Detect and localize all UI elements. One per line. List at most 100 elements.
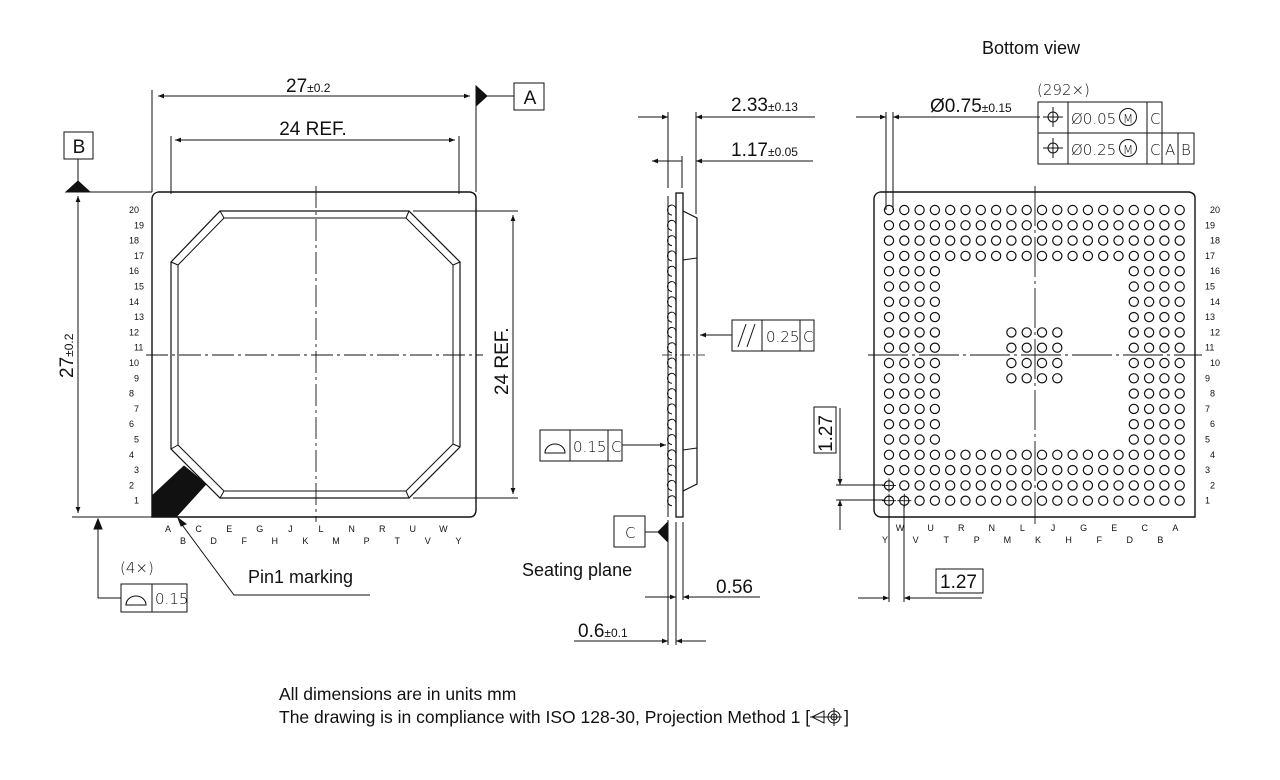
solder-ball	[899, 388, 910, 399]
ball-height-dim: 0.56	[716, 577, 753, 598]
solder-ball	[883, 220, 895, 231]
grid-label: U	[410, 524, 417, 534]
grid-label: C	[195, 524, 202, 534]
solder-ball	[929, 266, 941, 277]
grid-label: B	[180, 536, 186, 546]
standoff-dim: 0.6±0.1	[578, 621, 628, 642]
grid-label: N	[989, 523, 996, 533]
solder-ball	[1159, 480, 1170, 491]
solder-ball	[1174, 235, 1185, 246]
grid-label: 15	[1205, 282, 1215, 292]
grid-label: R	[958, 523, 965, 533]
solder-ball	[1128, 403, 1140, 415]
solder-ball	[1067, 235, 1078, 246]
grid-label: T	[394, 536, 400, 546]
solder-ball	[1159, 250, 1170, 262]
solder-ball	[1052, 373, 1063, 384]
solder-ball	[1174, 281, 1185, 292]
solder-ball	[1128, 296, 1140, 307]
solder-ball	[960, 250, 971, 262]
solder-ball	[1143, 311, 1155, 323]
solder-ball	[1159, 464, 1170, 476]
solder-ball	[929, 327, 941, 338]
solder-ball	[883, 464, 895, 476]
fcf-row1-tol: Ø0.05	[1071, 110, 1116, 128]
grid-label: 18	[1210, 236, 1220, 246]
grid-label: N	[348, 524, 355, 534]
pin1-label: Pin1 marking	[248, 567, 353, 587]
grid-label: 8	[129, 389, 134, 399]
solder-ball	[1036, 480, 1048, 491]
grid-label: 19	[134, 220, 144, 230]
solder-ball	[883, 296, 895, 307]
solder-ball	[975, 464, 987, 476]
side-ball	[667, 403, 673, 415]
solder-ball	[1006, 327, 1017, 338]
solder-ball	[1174, 495, 1185, 506]
solder-ball	[914, 220, 925, 231]
solder-ball	[975, 250, 987, 262]
grid-label: P	[364, 536, 370, 546]
fcf-row2-tol: Ø0.25	[1071, 141, 1116, 159]
solder-ball	[1143, 296, 1155, 307]
solder-ball	[914, 342, 925, 353]
grid-label: F	[1096, 535, 1102, 545]
solder-ball	[1143, 220, 1155, 231]
note-iso: The drawing is in compliance with ISO 12…	[279, 707, 849, 728]
solder-ball	[914, 388, 925, 399]
solder-ball	[883, 419, 895, 430]
grid-label: 1	[1205, 496, 1210, 506]
side-ball	[667, 326, 673, 338]
note-iso-end: ]	[844, 707, 849, 727]
grid-label: 19	[1205, 220, 1215, 230]
solder-ball	[1052, 464, 1063, 476]
solder-ball	[1036, 373, 1048, 384]
grid-label: 4	[129, 450, 134, 460]
solder-ball	[1036, 464, 1048, 476]
solder-ball	[899, 464, 910, 476]
solder-ball	[914, 464, 925, 476]
solder-ball	[1052, 220, 1063, 231]
solder-ball	[1128, 419, 1140, 430]
solder-ball	[1128, 480, 1140, 491]
solder-ball	[1067, 220, 1078, 231]
solder-ball	[899, 434, 910, 445]
solder-ball	[990, 220, 1002, 231]
grid-label: 16	[129, 266, 139, 276]
solder-ball	[975, 204, 987, 216]
solder-ball	[1143, 495, 1155, 506]
solder-ball	[1082, 235, 1094, 246]
solder-ball	[1097, 449, 1109, 460]
solder-ball	[1021, 373, 1032, 384]
pitch-horizontal-dim: 1.27	[940, 572, 977, 593]
solder-ball	[1174, 204, 1185, 216]
grid-label: L	[1020, 523, 1025, 533]
solder-ball	[1128, 311, 1140, 323]
grid-label: 17	[1205, 251, 1215, 261]
solder-ball	[1021, 464, 1032, 476]
solder-ball	[1082, 449, 1094, 460]
solder-ball	[990, 449, 1002, 460]
grid-label: 11	[134, 343, 143, 353]
solder-ball	[1128, 449, 1140, 460]
solder-ball	[929, 480, 941, 491]
solder-ball	[929, 220, 941, 231]
solder-ball	[899, 327, 910, 338]
solder-ball	[1174, 357, 1185, 369]
solder-ball	[929, 250, 941, 262]
solder-ball	[1174, 434, 1185, 445]
solder-ball	[1159, 204, 1170, 216]
solder-ball	[929, 204, 941, 216]
solder-ball	[1006, 250, 1017, 262]
solder-ball	[883, 311, 895, 323]
solder-ball	[1174, 342, 1185, 353]
grid-label: K	[302, 536, 308, 546]
solder-ball	[1052, 327, 1063, 338]
solder-ball	[945, 204, 956, 216]
side-ball	[667, 434, 673, 445]
solder-ball	[945, 449, 956, 460]
solder-ball	[1128, 464, 1140, 476]
solder-ball	[1052, 480, 1063, 491]
